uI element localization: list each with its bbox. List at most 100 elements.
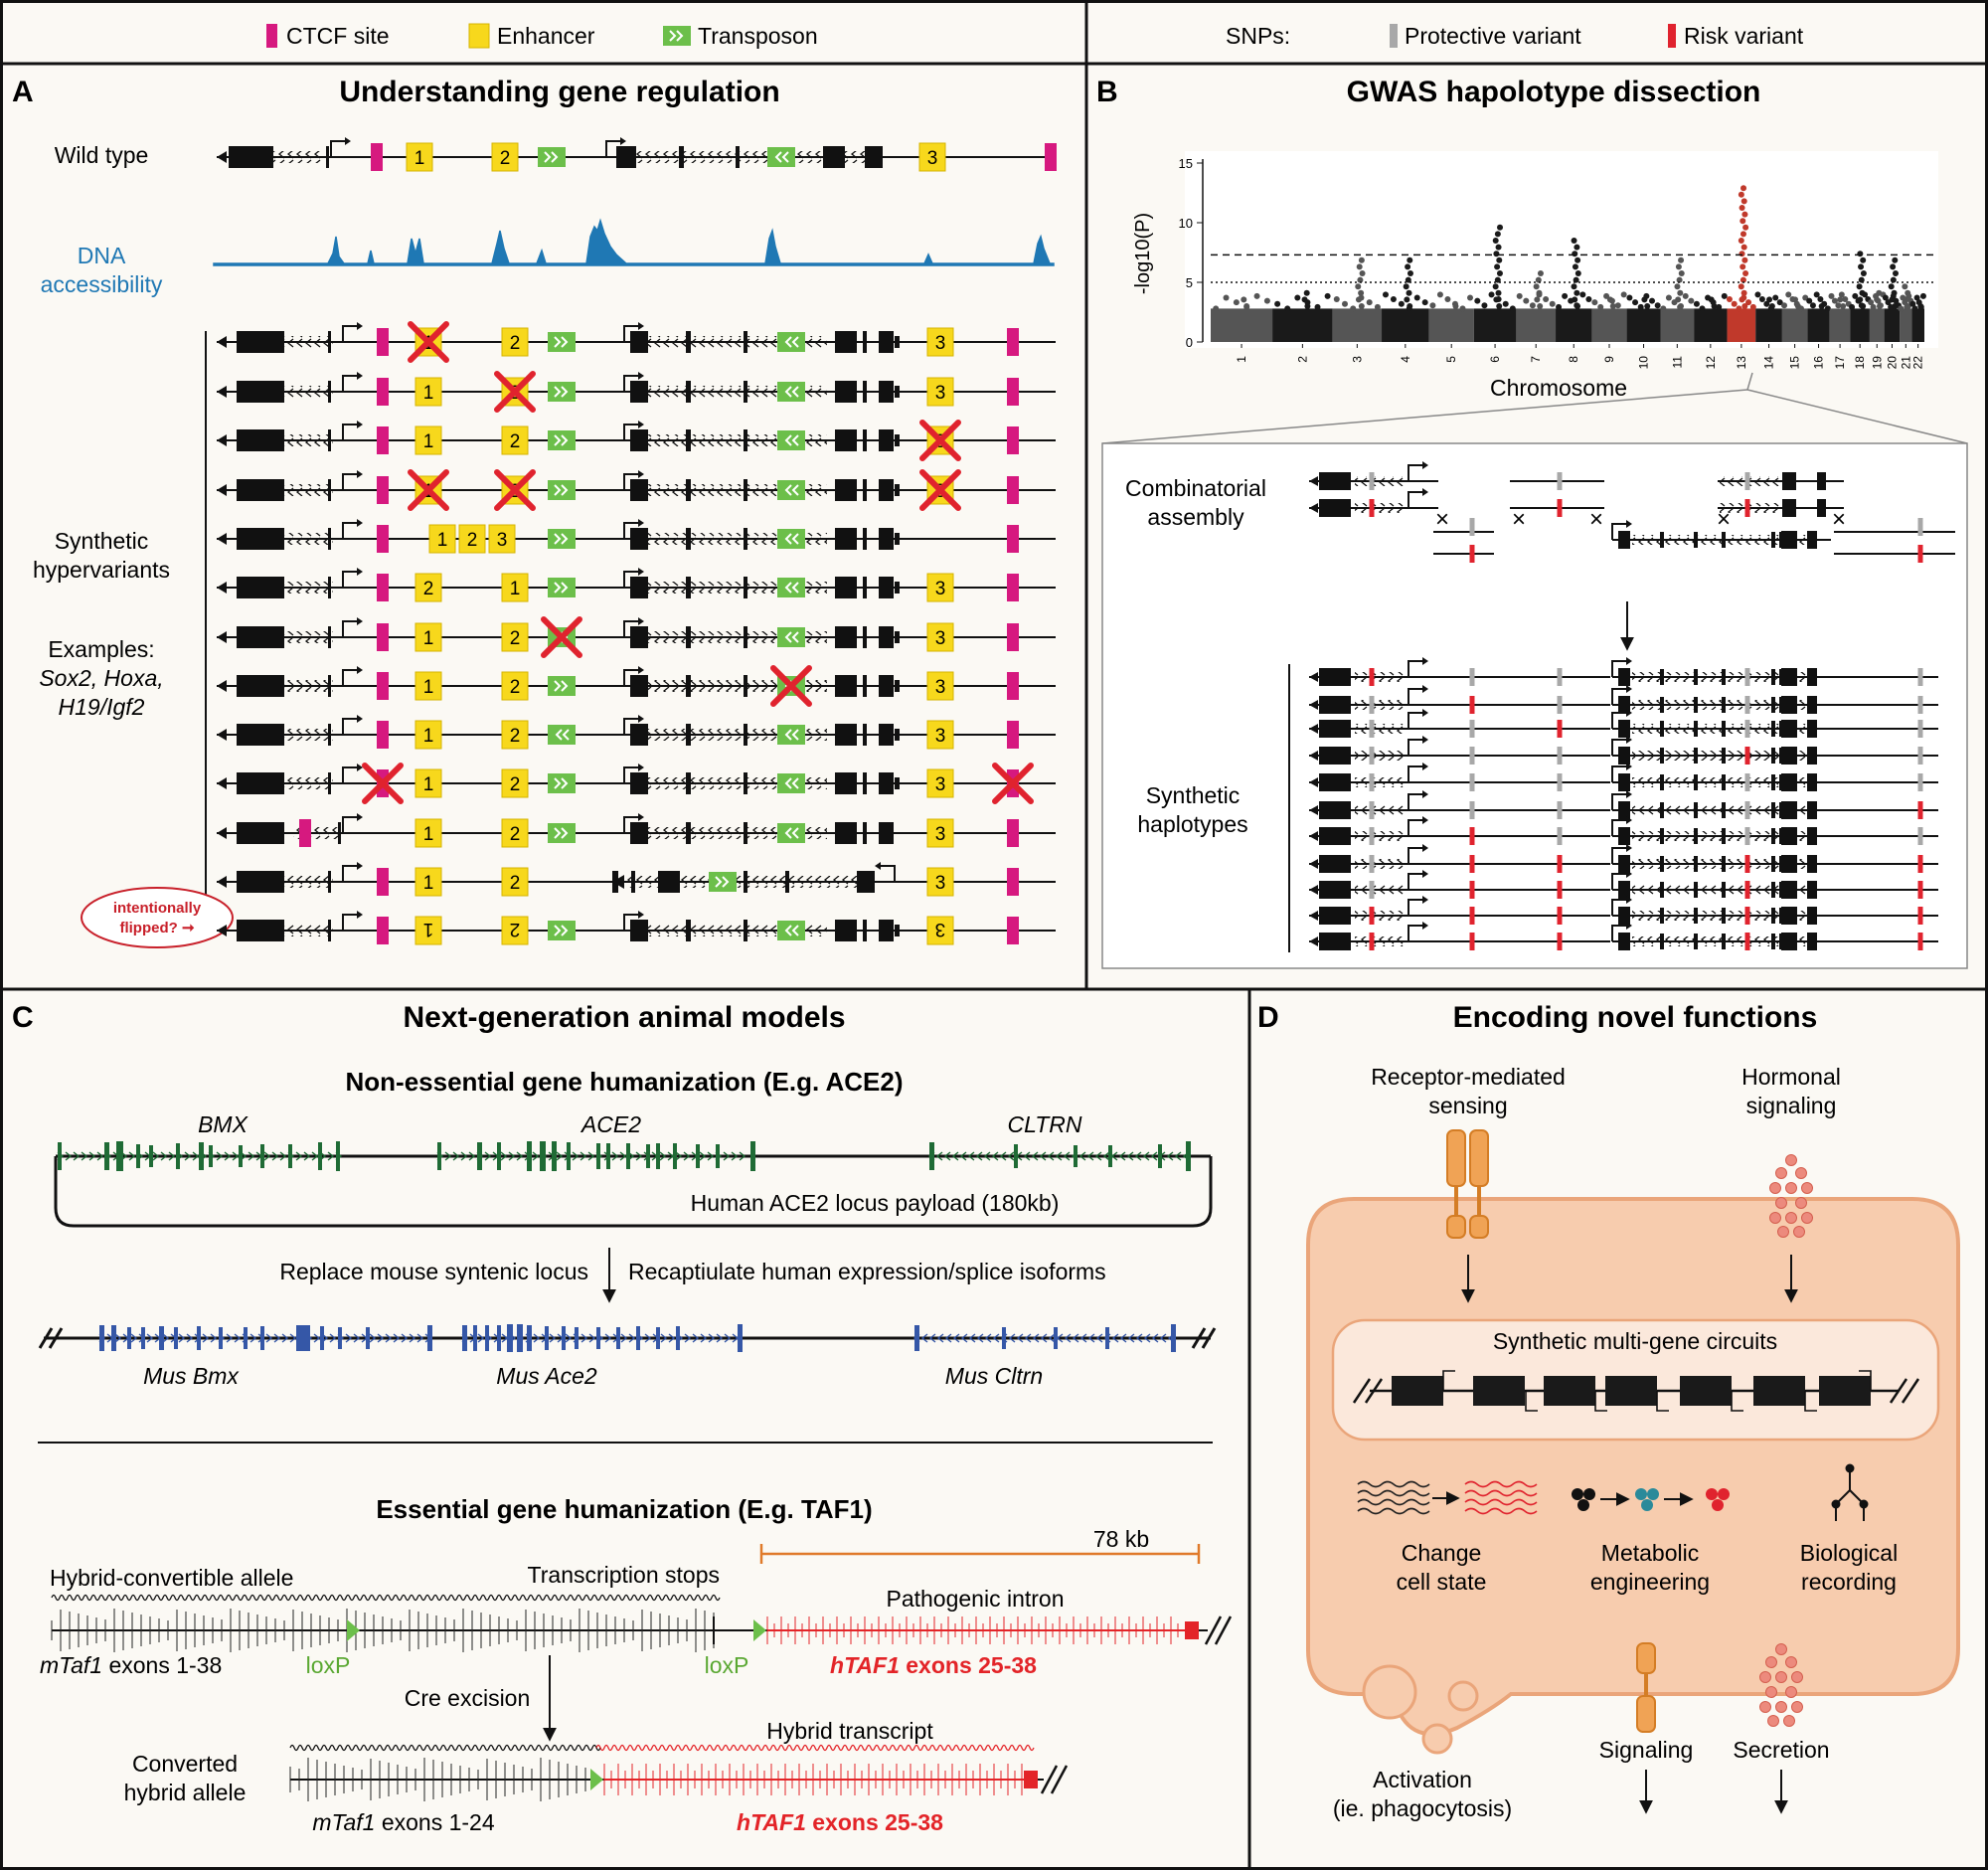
haplotype-right-gene-tss-head xyxy=(1626,657,1632,665)
right-gene-exon-end xyxy=(895,386,900,398)
snp-point xyxy=(1693,300,1700,307)
snp-point xyxy=(1849,303,1856,310)
haplotype-right-gene-exon xyxy=(1694,697,1698,713)
right-gene-exon-end xyxy=(895,729,900,741)
inverted-right-gene-exon xyxy=(857,871,875,893)
haplotype-row-3 xyxy=(1309,709,1938,738)
hormone-dot xyxy=(1775,1671,1787,1683)
protective-variant xyxy=(1369,855,1375,873)
x-tick-label: 13 xyxy=(1735,356,1748,370)
panel-a-letter: A xyxy=(12,76,34,108)
bmx-intron-chevron xyxy=(303,1151,311,1161)
snp-point xyxy=(1574,244,1580,251)
mus-cltrn-intron-chevron xyxy=(928,1333,936,1343)
haplotype-right-gene-exon xyxy=(1694,669,1698,685)
protective-variant xyxy=(1917,668,1923,686)
assembly-fragments: ××××× xyxy=(1309,461,1955,563)
snp-point xyxy=(1875,297,1882,304)
risk-variant xyxy=(1469,907,1475,925)
haplotype-right-gene-tss xyxy=(1611,688,1626,705)
recording-label-1: Biological xyxy=(1800,1540,1898,1566)
left-tss-head xyxy=(357,764,363,771)
locus-break xyxy=(1050,1765,1069,1794)
dna-label-1: DNA xyxy=(78,243,126,268)
snp-point xyxy=(1481,302,1488,309)
snp-point xyxy=(1888,283,1895,290)
haplotype-left-gene-exon xyxy=(1319,773,1351,791)
receptor-label-1: Receptor-mediated xyxy=(1371,1064,1566,1090)
snp-point xyxy=(1740,185,1747,192)
transposon xyxy=(776,528,806,550)
hypervariant-rows: 1231231231231231232131231231231231231231… xyxy=(217,137,1057,945)
haplotype-right-gene-exon xyxy=(1781,773,1797,791)
enhancer-label: 3 xyxy=(935,383,946,404)
cltrn-intron-chevron xyxy=(1142,1151,1150,1161)
circuit-promoter-1 xyxy=(1442,1370,1455,1391)
snp-point xyxy=(1860,256,1867,263)
mus-cltrn-exon xyxy=(914,1325,919,1351)
right-gene-exon xyxy=(630,920,648,941)
right-gene-exon xyxy=(863,724,867,746)
risk-variant xyxy=(1744,881,1750,899)
left-gene-exon xyxy=(237,822,284,844)
right-gene-exon xyxy=(863,822,867,844)
assembly-middle-gene-tss-head xyxy=(1626,520,1632,528)
snp-point xyxy=(1502,300,1509,307)
right-gene-exon xyxy=(630,479,648,501)
flipped-callout-text-1: intentionally xyxy=(113,900,202,917)
right-gene-exon xyxy=(630,724,648,746)
right-gene-exon xyxy=(679,146,684,168)
left-gene-exon xyxy=(328,675,331,697)
hybrid-convertible-transcript xyxy=(51,1594,721,1602)
snp-point xyxy=(1497,224,1504,231)
enhancer-label: 2 xyxy=(510,431,521,452)
haplotype-left-gene-tss xyxy=(1408,819,1422,836)
enhancer-label: 2 xyxy=(510,677,521,698)
snp-point xyxy=(1806,297,1813,304)
left-tss xyxy=(330,140,345,157)
enhancer-label: 3 xyxy=(935,677,946,698)
x-tick-label: 1 xyxy=(1235,356,1248,363)
snp-point xyxy=(1568,297,1574,304)
assembly-left-gene-exon xyxy=(1319,499,1351,517)
hormone-dot xyxy=(1791,1671,1803,1683)
chromosome-band-10 xyxy=(1626,308,1661,342)
enhancer xyxy=(414,425,442,455)
snp-point xyxy=(1509,305,1516,312)
mouse-syntenic-locus xyxy=(98,1324,1176,1352)
cltrn-exon xyxy=(1074,1145,1077,1167)
haplotype-right-gene-exon xyxy=(1618,827,1630,845)
snp-point xyxy=(1772,294,1779,301)
mus-bmx-intron-chevron xyxy=(345,1333,353,1343)
mus-cltrn-intron-chevron xyxy=(920,1333,928,1343)
cltrn-intron-chevron xyxy=(1166,1151,1174,1161)
bmx-exon xyxy=(199,1142,204,1170)
right-gene-exon xyxy=(879,822,894,844)
crossover-mark: × xyxy=(1512,506,1526,533)
hybrid-transcript-label: Hybrid transcript xyxy=(766,1718,933,1744)
snp-point xyxy=(1893,270,1900,276)
chromosome-band-4 xyxy=(1382,308,1429,342)
snp-point xyxy=(1741,211,1748,218)
ace2-intron-chevron xyxy=(683,1151,691,1161)
mus-ace2-exon xyxy=(616,1327,620,1349)
haplotype-right-gene-tss-head xyxy=(1626,896,1632,904)
snp-point xyxy=(1533,283,1540,290)
mus-bmx-intron-chevron xyxy=(273,1333,281,1343)
bmx-intron-chevron xyxy=(327,1151,335,1161)
haplotype-left-gene-tss xyxy=(1408,925,1422,941)
ace2-intron-chevron xyxy=(699,1151,707,1161)
protective-variant xyxy=(1369,472,1375,490)
mus-cltrn-exon xyxy=(1002,1327,1006,1349)
enhancer-label: 1 xyxy=(423,824,434,845)
transposon xyxy=(776,626,806,648)
ace2-exon xyxy=(673,1143,677,1169)
bmx-exon xyxy=(318,1142,322,1170)
haplotype-right-gene-exon xyxy=(1694,908,1698,924)
snp-point xyxy=(1537,270,1544,276)
snp-point xyxy=(1742,224,1749,231)
ctcf-site xyxy=(377,623,389,651)
enhancer-label: 1 xyxy=(423,774,434,795)
right-gene-exon xyxy=(744,822,747,844)
snp-point xyxy=(1620,291,1627,298)
